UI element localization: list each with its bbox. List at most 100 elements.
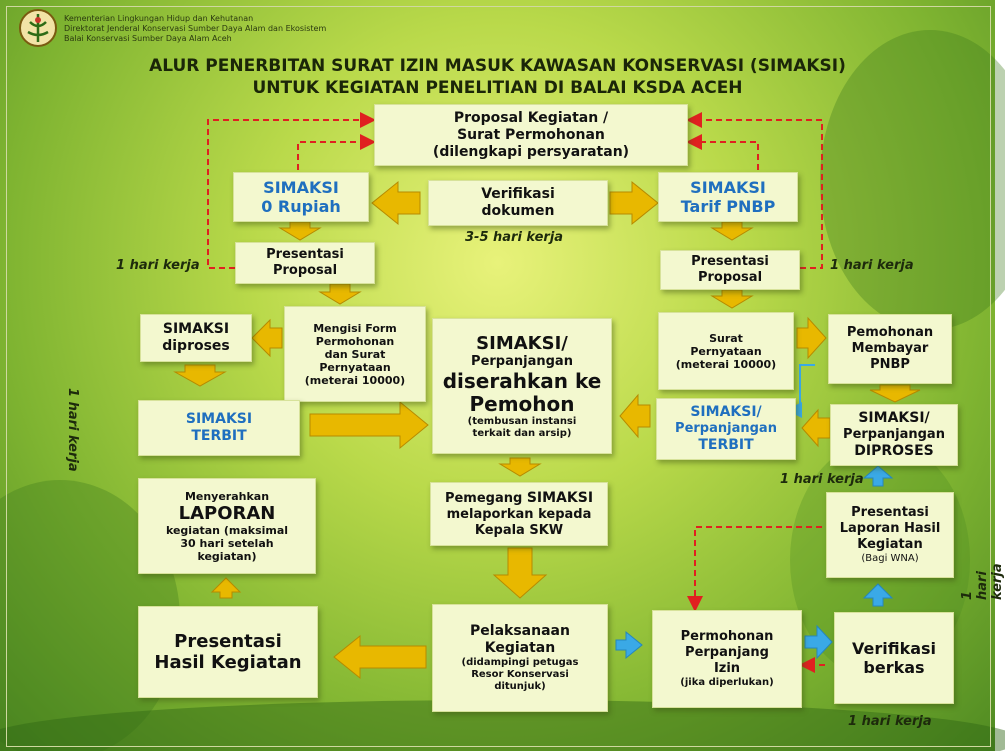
loop-left-outer <box>207 112 376 269</box>
surat-line-3: (meterai 10000) <box>675 357 777 371</box>
box-diserahkan-ke-pemohon: SIMAKSI/ Perpanjangan diserahkan ke Pemo… <box>432 318 612 454</box>
perpanjang-line-3: Izin <box>713 661 741 676</box>
arrow-pnbp-down <box>710 221 754 241</box>
perpanjang-line-4: (jika diperlukan) <box>680 677 774 688</box>
blue-arrows <box>615 465 894 660</box>
bayar-line-3: PNBP <box>870 357 910 372</box>
pelaksanaan-line-4: Resor Konservasi <box>471 669 569 680</box>
terbitright-line-3: TERBIT <box>698 437 754 453</box>
arrow-terbit-to-serah <box>309 400 429 450</box>
org-line-3: Balai Konservasi Sumber Daya Alam Aceh <box>64 34 232 43</box>
note-3-5-hari-kerja: 3-5 hari kerja <box>465 230 564 245</box>
simaksi0-line-2: 0 Rupiah <box>261 197 341 216</box>
verifikasi-line-2: dokumen <box>481 203 555 219</box>
box-presentasi-hasil-kegiatan: Presentasi Hasil Kegiatan <box>138 606 318 698</box>
arrow-bayar-down <box>869 384 921 403</box>
arrow-verif-to-simaksi0 <box>371 180 421 226</box>
pemegang-line-1: Pemegang SIMAKSI <box>445 490 593 507</box>
serah-line-5: (tembusan instansi <box>467 415 577 427</box>
box-simaksi-perpanjangan-terbit: SIMAKSI/ Perpanjangan TERBIT <box>656 398 796 460</box>
note-1-hari-kerja-vertical-right: 1 hari kerja <box>960 563 1005 600</box>
surat-line-2: Pernyataan <box>690 344 762 358</box>
arrow-presright-down <box>710 289 754 309</box>
bayar-line-2: Membayar <box>851 341 929 356</box>
arrow-diprosesr-to-terbitr <box>801 408 831 448</box>
arrow-verif-up <box>862 583 894 607</box>
loop-right-inner <box>686 134 759 170</box>
terbitright-line-2: Perpanjangan <box>675 421 777 436</box>
arrow-surat-to-bayar <box>796 316 827 360</box>
box-pemegang-simaksi: Pemegang SIMAKSI melaporkan kepada Kepal… <box>430 482 608 546</box>
proposal-line-3: (dilengkapi persyaratan) <box>432 143 630 160</box>
pemegang-line-1-simaksi: SIMAKSI <box>526 489 594 506</box>
preslap-line-3: Kegiatan <box>857 537 923 552</box>
arrow-form-to-diproses <box>251 318 283 358</box>
title-line-2: UNTUK KEGIATAN PENELITIAN DI BALAI KSDA … <box>252 78 743 98</box>
surat-line-1: Surat <box>709 331 743 345</box>
verifikasi-line-1: Verifikasi <box>481 186 555 202</box>
pelaksanaan-line-1: Pelaksanaan <box>470 623 570 639</box>
loop-laporan-perpanjang <box>687 526 822 612</box>
pemegang-line-3: Kepala SKW <box>474 522 564 538</box>
serah-line-4: Pemohon <box>469 391 575 416</box>
box-simaksi-0-rupiah: SIMAKSI 0 Rupiah <box>233 172 369 222</box>
diprosesr-line-1: SIMAKSI/ <box>858 410 930 426</box>
box-simaksi-diproses: SIMAKSI diproses <box>140 314 252 362</box>
box-simaksi-tarif-pnbp: SIMAKSI Tarif PNBP <box>658 172 798 222</box>
perpanjang-line-1: Permohonan <box>680 629 774 644</box>
arrow-pemegang-down <box>492 547 548 599</box>
pnbp-line-2: Tarif PNBP <box>680 197 776 216</box>
preslap-line-1: Presentasi <box>851 505 929 520</box>
diprosesr-line-2: Perpanjangan <box>843 427 945 442</box>
presright-line-2: Proposal <box>697 270 763 285</box>
arrow-pelaksanaan-to-hasil <box>333 634 427 680</box>
hasil-line-1: Presentasi <box>174 631 282 652</box>
box-verifikasi-berkas: Verifikasi berkas <box>834 612 954 704</box>
simaksi0-line-1: SIMAKSI <box>263 178 339 197</box>
diproses-line-1: SIMAKSI <box>162 321 230 337</box>
bayar-line-1: Pemohonan <box>846 325 934 340</box>
arrow-terbitr-to-serah <box>619 393 651 439</box>
serah-line-6: terkait dan arsip) <box>472 427 572 439</box>
slide-frame <box>6 6 991 747</box>
box-simaksi-perpanjangan-diproses: SIMAKSI/ Perpanjangan DIPROSES <box>830 404 958 466</box>
box-mengisi-form: Mengisi Form Permohonan dan Surat Pernya… <box>284 306 426 402</box>
arrow-pelaksanaan-to-perpanjang <box>615 630 643 660</box>
serah-line-1: SIMAKSI/ <box>476 332 568 354</box>
dashed-feedback-loops <box>207 112 825 673</box>
proposal-line-2: Surat Permohonan <box>457 126 605 143</box>
note-1-hari-kerja-bottom: 1 hari kerja <box>848 714 932 729</box>
arrow-presleft-down <box>318 283 362 305</box>
preslap-line-2: Laporan Hasil <box>839 521 941 536</box>
form-line-5: (meterai 10000) <box>304 373 406 387</box>
arrow-simaksi0-down <box>278 221 322 241</box>
laporan-line-5: kegiatan) <box>197 549 257 563</box>
presright-line-1: Presentasi <box>691 254 769 269</box>
arrow-serah-down <box>498 457 542 477</box>
terbitleft-line-1: SIMAKSI <box>185 411 253 427</box>
pelaksanaan-line-2: Kegiatan <box>484 640 556 656</box>
yellow-block-arrows <box>173 180 921 680</box>
laporan-line-1: Menyerahkan <box>184 489 270 503</box>
verifberkas-line-2: berkas <box>863 658 925 677</box>
terbitright-line-1: SIMAKSI/ <box>690 404 762 420</box>
box-verifikasi-dokumen: Verifikasi dokumen <box>428 180 608 226</box>
note-1-hari-kerja-mid-right: 1 hari kerja <box>780 472 864 487</box>
serah-line-2: Perpanjangan <box>471 353 573 369</box>
diprosesr-line-3: DIPROSES <box>854 443 934 459</box>
perpanjang-line-2: Perpanjang <box>685 645 769 660</box>
box-pemohonan-membayar-pnbp: Pemohonan Membayar PNBP <box>828 314 952 384</box>
verifberkas-line-1: Verifikasi <box>851 639 937 658</box>
box-proposal: Proposal Kegiatan / Surat Permohonan (di… <box>374 104 688 166</box>
loop-right-outer <box>686 112 823 269</box>
note-1-hari-kerja-left: 1 hari kerja <box>116 258 200 273</box>
box-presentasi-laporan-hasil: Presentasi Laporan Hasil Kegiatan (Bagi … <box>826 492 954 578</box>
terbitleft-line-2: TERBIT <box>191 428 247 444</box>
form-line-2: Permohonan <box>315 334 395 348</box>
box-presentasi-proposal-left: Presentasi Proposal <box>235 242 375 284</box>
form-line-3: dan Surat <box>324 347 386 361</box>
pelaksanaan-line-3: (didampingi petugas <box>461 657 579 668</box>
diproses-line-2: diproses <box>162 338 230 354</box>
